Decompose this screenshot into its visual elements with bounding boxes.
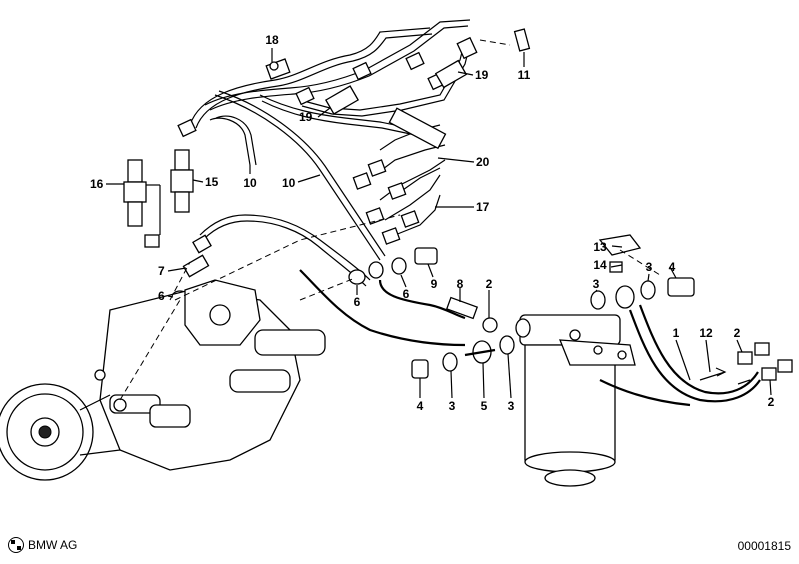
callout-2-right-lower: 2 xyxy=(768,395,775,409)
callout-15: 15 xyxy=(205,175,219,189)
return-hoses xyxy=(209,90,386,261)
callout-6-right: 6 xyxy=(403,287,410,301)
leader-lines xyxy=(106,48,772,399)
callout-17: 17 xyxy=(476,200,490,214)
callout-16: 16 xyxy=(90,177,104,191)
callout-18: 18 xyxy=(265,33,279,47)
reference-lines xyxy=(119,39,661,401)
callout-2-right-upper: 2 xyxy=(734,326,741,340)
callout-6-center: 6 xyxy=(354,295,361,309)
callout-13: 13 xyxy=(593,240,607,254)
callout-19-upper: 19 xyxy=(475,68,489,82)
brand-footer: BMW AG xyxy=(8,537,77,553)
callout-9: 9 xyxy=(431,277,438,291)
callout-3-right: 3 xyxy=(646,260,653,274)
callout-5: 5 xyxy=(481,399,488,413)
callout-11: 11 xyxy=(518,68,531,82)
callout-2-center: 2 xyxy=(486,277,493,291)
return-hose-assembly xyxy=(590,234,793,407)
callout-12: 12 xyxy=(699,326,713,340)
fuel-filter xyxy=(519,314,636,487)
callout-19-lower: 19 xyxy=(299,110,313,124)
diagram-number: 00001815 xyxy=(737,539,791,553)
callout-4-bottom: 4 xyxy=(417,399,424,413)
callouts: 18 19 19 11 20 17 16 15 10 10 7 6 6 6 9 … xyxy=(90,33,775,413)
brand-label: BMW AG xyxy=(28,538,78,552)
callout-10-right: 10 xyxy=(282,176,296,190)
injectors xyxy=(123,149,194,248)
injection-pump xyxy=(0,279,326,481)
callout-3-bottom-left: 3 xyxy=(449,399,456,413)
callout-14: 14 xyxy=(593,258,607,272)
filter-fittings xyxy=(411,318,531,379)
bmw-logo-icon xyxy=(8,537,24,553)
callout-4-right: 4 xyxy=(669,260,676,274)
callout-10-left: 10 xyxy=(243,176,257,190)
callout-3-bottom-right: 3 xyxy=(508,399,515,413)
callout-20: 20 xyxy=(476,155,490,169)
callout-8: 8 xyxy=(457,277,464,291)
callout-7: 7 xyxy=(158,264,165,278)
injection-lines xyxy=(177,19,531,245)
callout-6-left: 6 xyxy=(158,289,165,303)
callout-1: 1 xyxy=(673,326,680,340)
callout-3-filter-top: 3 xyxy=(593,277,600,291)
